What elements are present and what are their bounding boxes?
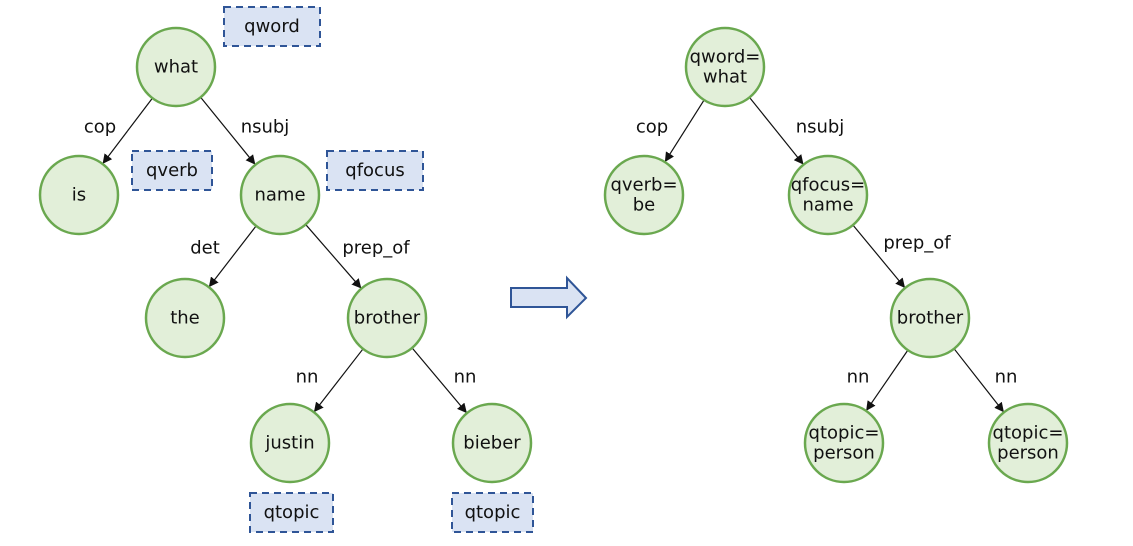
node-label: brother xyxy=(897,308,964,329)
node-circle xyxy=(684,26,766,108)
edge-label: det xyxy=(190,238,220,259)
edge-name-the: det xyxy=(190,225,257,288)
node-r-qtopic2: qtopic=person xyxy=(987,402,1069,484)
node-r-qword: qword=what xyxy=(684,26,766,108)
node-circle xyxy=(451,402,533,484)
node-circle xyxy=(346,277,428,359)
node-label: justin xyxy=(264,433,314,454)
node-label: the xyxy=(170,308,200,329)
edge-arrow xyxy=(748,97,804,165)
node-label: qfocus= xyxy=(791,175,866,196)
node-circle xyxy=(603,154,685,236)
node-label: name xyxy=(802,195,853,216)
edge-label: nn xyxy=(847,367,870,388)
node-name: name xyxy=(239,154,321,236)
edge-arrow xyxy=(208,225,257,288)
node-circle xyxy=(987,402,1069,484)
node-label: qverb= xyxy=(610,175,677,196)
edge-label: nsubj xyxy=(241,117,290,138)
node-label: name xyxy=(254,185,305,206)
node-label: qtopic= xyxy=(993,423,1064,444)
node-circle xyxy=(249,402,331,484)
edge-arrow xyxy=(200,96,256,165)
node-label: bieber xyxy=(463,433,521,454)
tag-label: qtopic xyxy=(465,502,521,523)
edge-r-qword-r-qverb: cop xyxy=(636,99,705,163)
edge-what-name: nsubj xyxy=(200,96,290,165)
tag-qfocus: qfocus xyxy=(326,150,424,191)
edge-label: prep_of xyxy=(342,238,410,259)
node-circle xyxy=(803,402,885,484)
tag-label: qword xyxy=(244,16,300,37)
edge-r-brother-r-qtopic1: nn xyxy=(847,349,909,411)
node-circle xyxy=(787,154,869,236)
node-bieber: bieber xyxy=(451,402,533,484)
edge-arrow xyxy=(852,224,906,288)
tag-box xyxy=(249,492,334,533)
tag-box xyxy=(451,492,534,533)
node-label: brother xyxy=(354,308,421,329)
node-label: qword= xyxy=(690,47,761,68)
transform-arrow xyxy=(510,275,588,320)
edge-arrow xyxy=(102,97,153,164)
tag-label: qverb xyxy=(146,160,198,181)
edge-label: nn xyxy=(296,367,319,388)
edge-label: nn xyxy=(454,367,477,388)
edge-arrow xyxy=(411,347,467,414)
edge-label: cop xyxy=(636,117,668,138)
tag-box xyxy=(223,6,321,47)
node-label: is xyxy=(72,185,86,206)
node-the: the xyxy=(144,277,226,359)
tags-layer: qword qverb qfocus qtopic qtopic xyxy=(131,6,534,533)
node-label: be xyxy=(633,195,656,216)
tag-label: qtopic xyxy=(264,502,320,523)
node-circle xyxy=(239,154,321,236)
edge-r-qword-r-qfocus: nsubj xyxy=(748,97,845,165)
edge-r-brother-r-qtopic2: nn xyxy=(953,348,1018,413)
node-what: what xyxy=(135,26,217,108)
tag-qtopic-justin: qtopic xyxy=(249,492,334,533)
node-label: person xyxy=(813,443,875,464)
tag-box xyxy=(326,150,424,191)
edge-label: prep_of xyxy=(883,233,951,254)
tag-label: qfocus xyxy=(345,160,404,181)
edge-r-qfocus-r-brother: prep_of xyxy=(852,224,951,288)
node-circle xyxy=(38,154,120,236)
edge-brother-bieber: nn xyxy=(411,347,477,414)
tag-box xyxy=(131,150,213,191)
tag-qverb: qverb xyxy=(131,150,213,191)
node-is: is xyxy=(38,154,120,236)
node-label: qtopic= xyxy=(809,423,880,444)
node-label: what xyxy=(154,57,198,78)
edge-arrow xyxy=(313,348,364,413)
node-label: what xyxy=(703,67,747,88)
node-justin: justin xyxy=(249,402,331,484)
node-r-qtopic1: qtopic=person xyxy=(803,402,885,484)
node-r-qverb: qverb=be xyxy=(603,154,685,236)
edge-arrow xyxy=(953,348,1004,413)
node-label: person xyxy=(997,443,1059,464)
edge-label: nsubj xyxy=(796,117,845,138)
node-circle xyxy=(135,26,217,108)
node-circle xyxy=(889,277,971,359)
edge-arrow xyxy=(866,349,909,411)
edge-label: cop xyxy=(84,117,116,138)
edge-arrow xyxy=(664,99,705,163)
tag-qtopic-bieber: qtopic xyxy=(451,492,534,533)
node-r-qfocus: qfocus=name xyxy=(787,154,869,236)
edge-what-is: cop xyxy=(84,97,153,164)
edge-brother-justin: nn xyxy=(296,348,364,413)
tag-qword: qword xyxy=(223,6,321,47)
edge-arrow xyxy=(305,224,362,289)
node-circle xyxy=(144,277,226,359)
right-arrow-icon xyxy=(510,275,588,320)
node-brother: brother xyxy=(346,277,428,359)
node-r-brother: brother xyxy=(889,277,971,359)
edge-label: nn xyxy=(995,367,1018,388)
edge-name-brother: prep_of xyxy=(305,224,410,289)
